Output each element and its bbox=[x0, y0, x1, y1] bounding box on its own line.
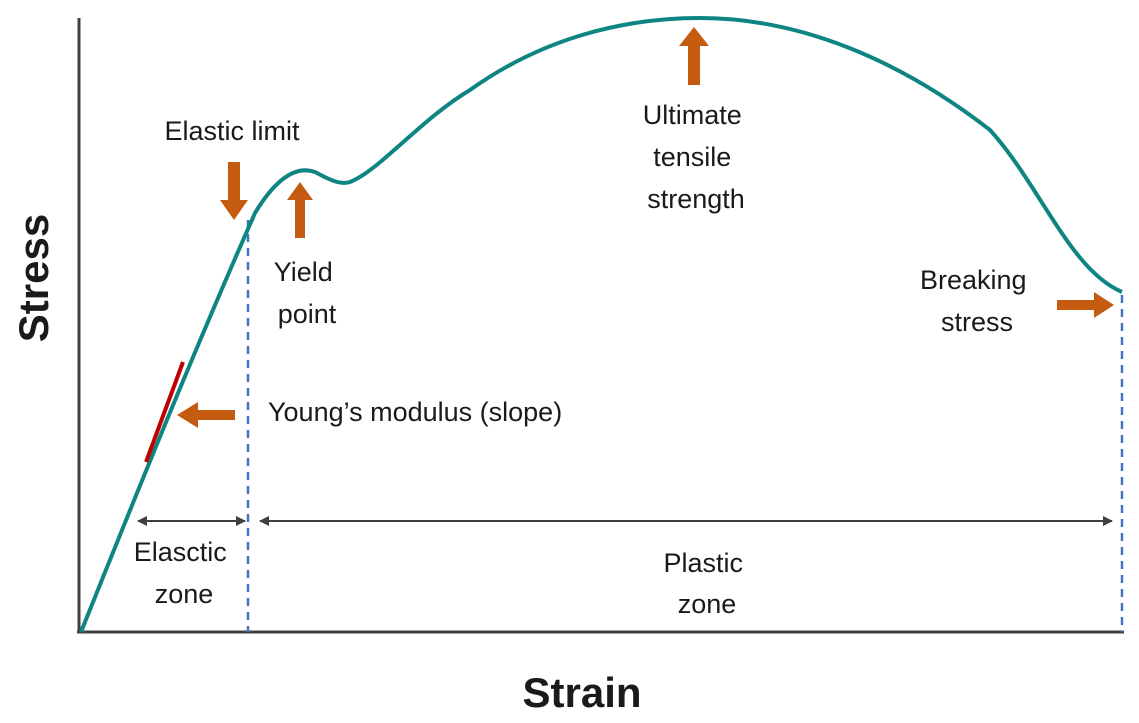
elastic-zone-label: Elasctic zone bbox=[134, 537, 235, 609]
yield-point-label: Yield point bbox=[274, 257, 341, 329]
elastic-limit-label: Elastic limit bbox=[164, 116, 300, 146]
ultimate-strength-arrow bbox=[679, 27, 709, 85]
breaking-stress-arrow bbox=[1057, 292, 1114, 318]
y-axis-title: Stress bbox=[10, 214, 57, 342]
yield-point-arrow bbox=[287, 182, 313, 238]
plastic-zone-label: Plastic zone bbox=[663, 548, 750, 619]
x-axis-title: Strain bbox=[522, 669, 641, 716]
breaking-stress-label: Breaking stress bbox=[920, 265, 1034, 337]
stress-strain-curve bbox=[79, 15, 1123, 633]
elastic-limit-arrow bbox=[220, 162, 248, 220]
ultimate-strength-label: Ultimate tensile strength bbox=[643, 100, 750, 214]
axes bbox=[77, 18, 1124, 634]
youngs-modulus-label: Young’s modulus (slope) bbox=[268, 397, 562, 427]
youngs-modulus-arrow bbox=[177, 402, 235, 428]
youngs-modulus-slope-segment bbox=[144, 361, 185, 463]
